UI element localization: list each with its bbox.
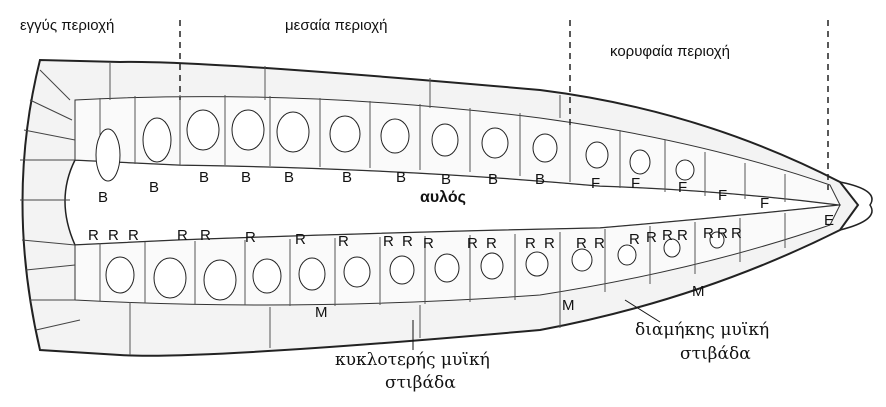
cell-label-r: R xyxy=(177,227,188,244)
cell-label-r: R xyxy=(486,235,497,252)
cell-label-r: R xyxy=(629,231,640,248)
circular-muscle-label-line2: στιβάδα xyxy=(385,373,456,393)
cell-label-r: R xyxy=(295,231,306,248)
cell-label-f: F xyxy=(678,179,688,196)
longitudinal-muscle-pointer xyxy=(624,299,661,323)
cell-label-b: B xyxy=(441,171,452,188)
cell-label-r: R xyxy=(677,227,688,244)
region-dividers xyxy=(179,20,829,190)
cell-label-r: R xyxy=(544,235,555,252)
cell-label-r: R xyxy=(594,235,605,252)
cell-label-f: F xyxy=(591,175,601,192)
cell-label-r: R xyxy=(731,225,742,242)
label-apical-region: κορυφαία περιοχή xyxy=(610,43,731,60)
tubule-tip xyxy=(839,181,873,231)
cell-label-r: R xyxy=(717,225,728,242)
circular-muscle-label-line1: κυκλοτερής μυϊκή xyxy=(335,350,490,370)
cell-label-r: R xyxy=(88,227,99,244)
label-lumen: αυλός xyxy=(420,189,466,206)
cell-label-b: B xyxy=(342,169,353,186)
cell-label-b: B xyxy=(149,179,160,196)
cell-label-b: B xyxy=(241,169,252,186)
cell-label-r: R xyxy=(467,235,478,252)
cell-label-b: B xyxy=(396,169,407,186)
cell-label-r: R xyxy=(402,233,413,250)
cell-label-m: M xyxy=(562,297,575,314)
label-proximal-region: εγγύς περιοχή xyxy=(20,17,115,34)
cell-label-f: F xyxy=(760,195,770,212)
upper-nuclei xyxy=(95,109,695,182)
cell-label-b: B xyxy=(488,171,499,188)
cell-label-r: R xyxy=(646,229,657,246)
longitudinal-muscle-label-line1: διαμήκης μυϊκή xyxy=(635,320,770,340)
cell-label-r: R xyxy=(108,227,119,244)
cell-label-m: M xyxy=(692,283,705,300)
cell-label-e: E xyxy=(824,212,835,229)
cell-label-r: R xyxy=(423,235,434,252)
cell-label-b: B xyxy=(535,171,546,188)
cell-label-r: R xyxy=(703,225,714,242)
lower-nuclei xyxy=(105,231,725,301)
cell-label-r: R xyxy=(662,227,673,244)
cell-label-r: R xyxy=(128,227,139,244)
cell-label-r: R xyxy=(338,233,349,250)
cell-label-b: B xyxy=(199,169,210,186)
upper-epithelium xyxy=(74,96,841,206)
cell-label-b: B xyxy=(284,169,295,186)
cell-label-r: R xyxy=(200,227,211,244)
label-middle-region: μεσαία περιοχή xyxy=(285,17,388,34)
lower-cell-partitions xyxy=(99,213,786,306)
cell-label-r: R xyxy=(576,235,587,252)
longitudinal-muscle-label-line2: στιβάδα xyxy=(680,344,751,364)
cell-label-r: R xyxy=(525,235,536,252)
cell-label-f: F xyxy=(631,175,641,192)
cell-label-f: F xyxy=(718,187,728,204)
muscle-bands xyxy=(109,62,561,355)
cell-label-b: B xyxy=(98,189,109,206)
cell-label-r: R xyxy=(245,229,256,246)
cell-label-r: R xyxy=(383,233,394,250)
cell-label-m: M xyxy=(315,304,328,321)
left-wall-cells xyxy=(20,69,81,331)
